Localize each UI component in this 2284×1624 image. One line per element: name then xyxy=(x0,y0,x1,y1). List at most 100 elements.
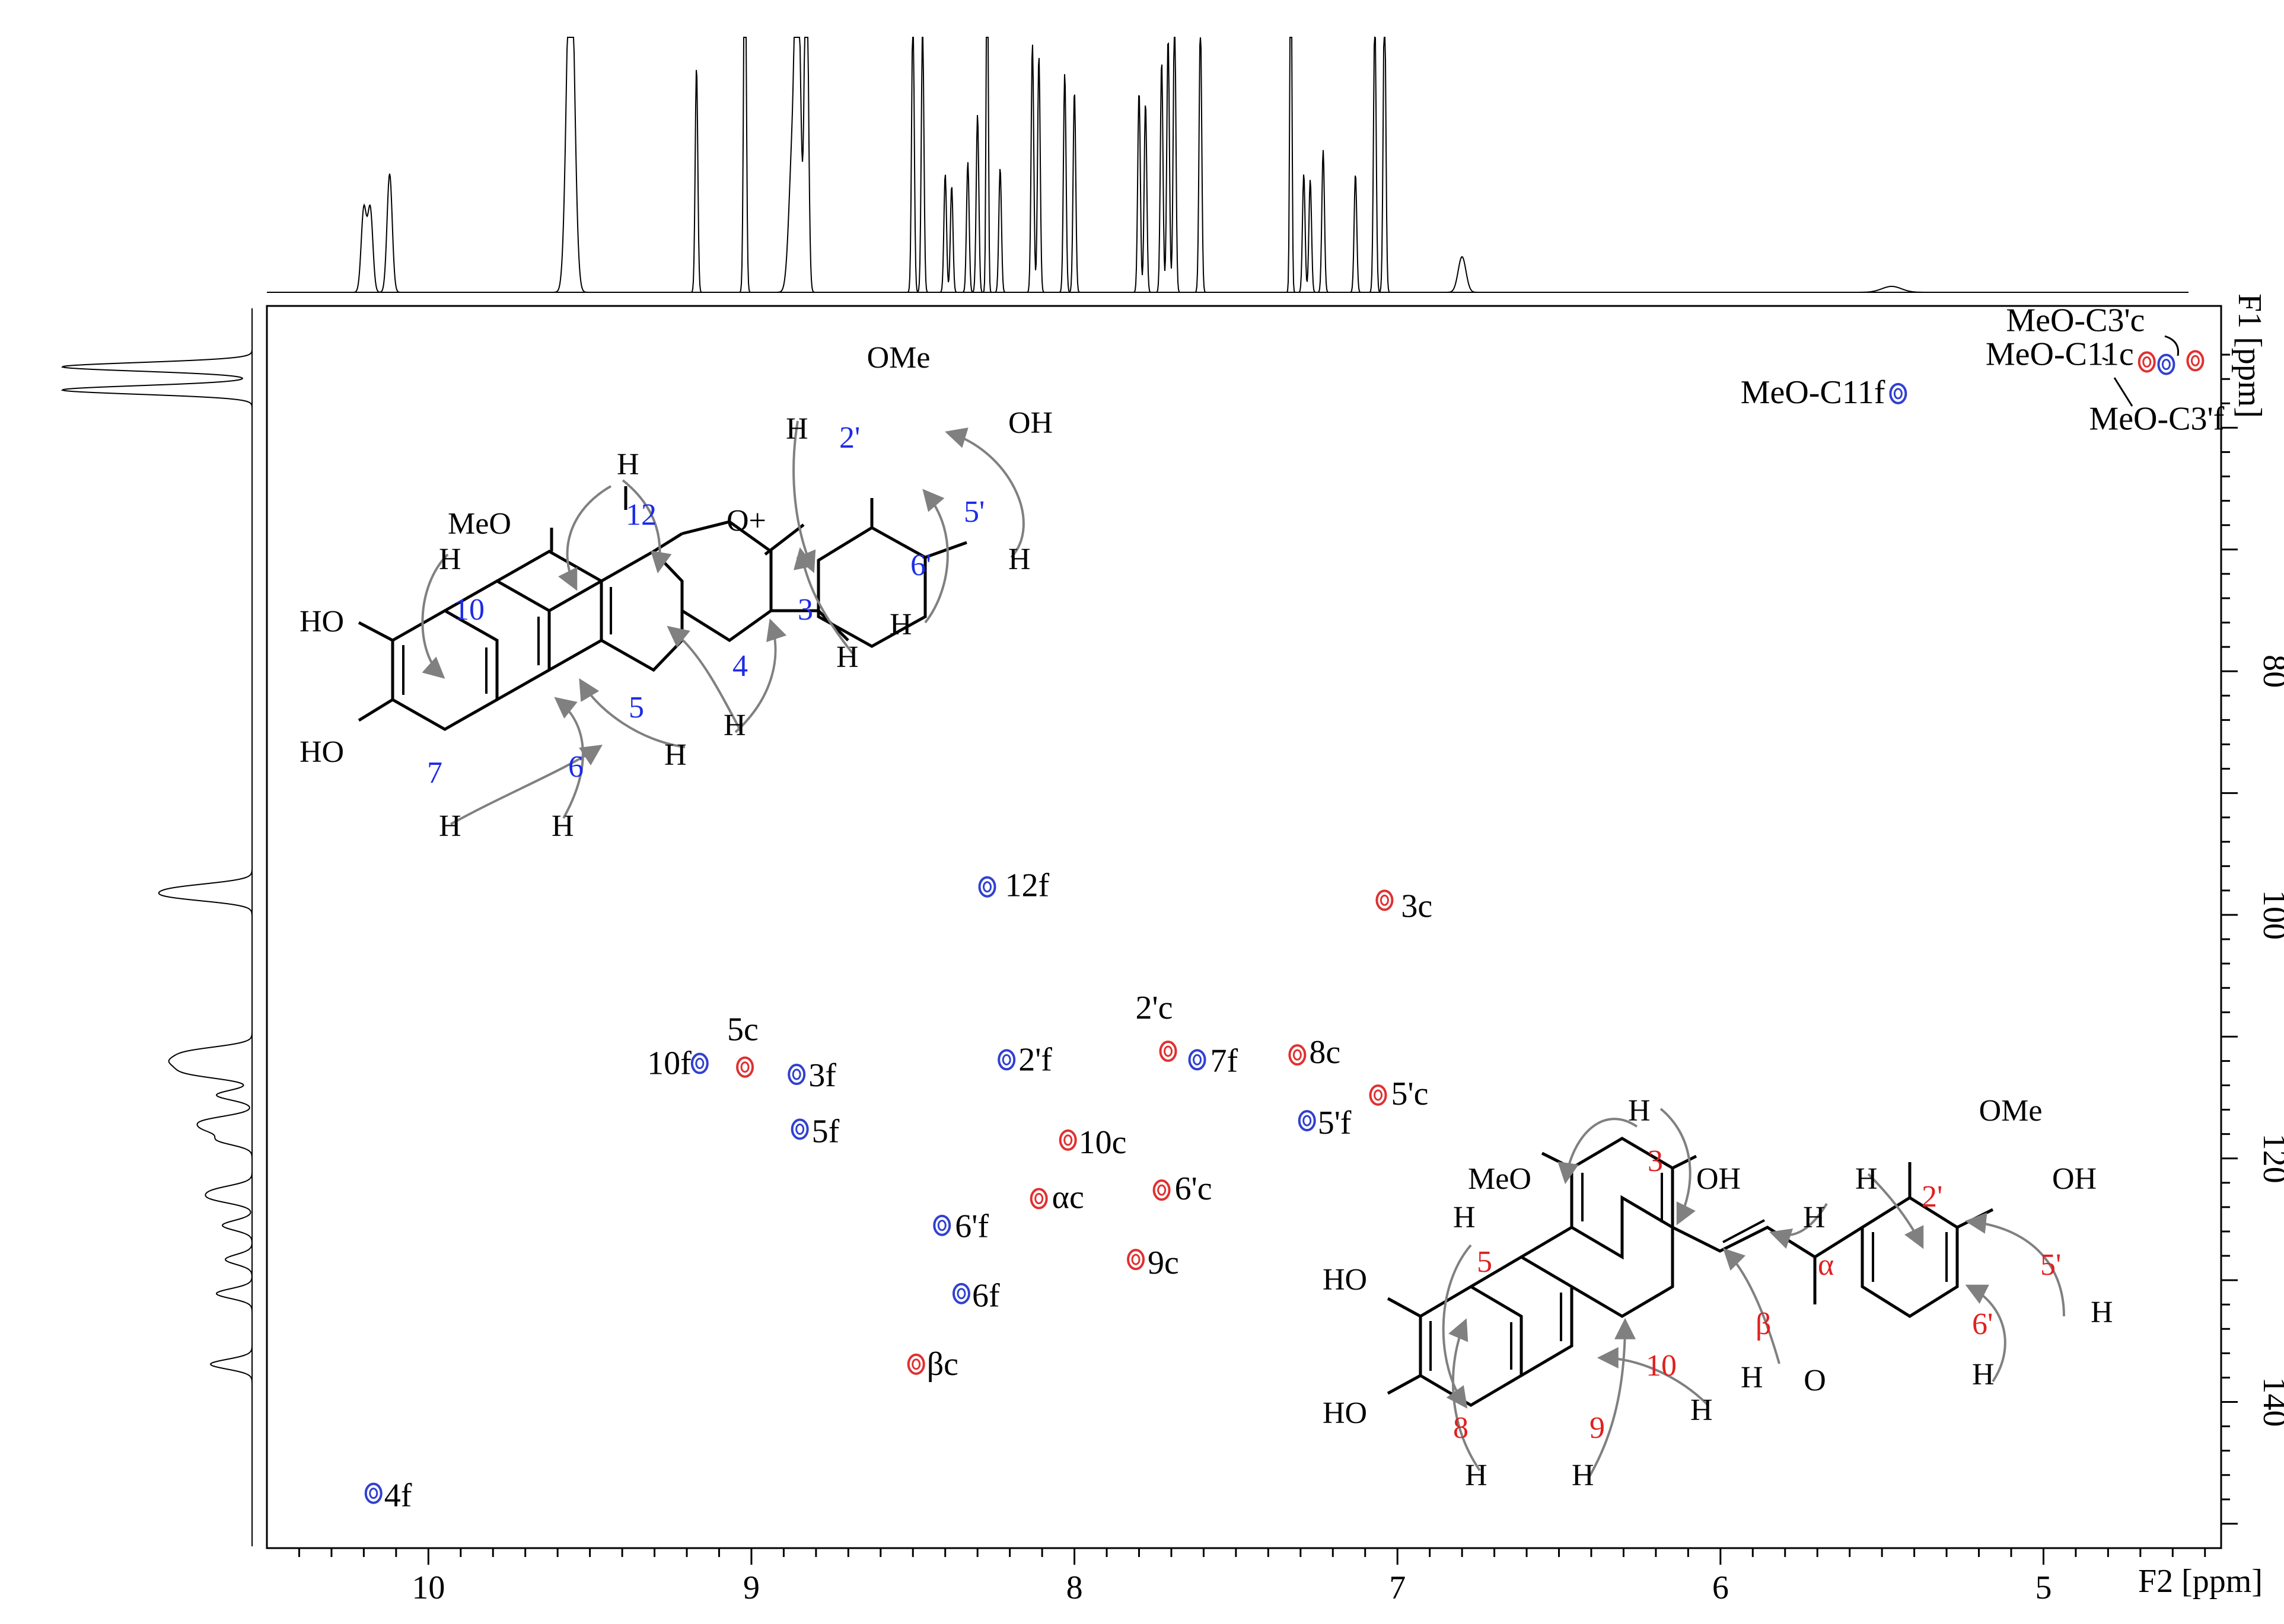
y-tick-label: 100 xyxy=(2256,890,2284,940)
peak-label: 5'c xyxy=(1391,1076,1429,1112)
peak-contour-inner xyxy=(2190,355,2200,366)
peak-label: MeO-C11c xyxy=(1986,336,2134,372)
flavylium-atom-7: 7 xyxy=(427,756,442,790)
flavylium-ho2-label: HO xyxy=(300,735,344,769)
flavylium-ho1-label: HO xyxy=(300,605,344,639)
cross-peak-10c: 10c xyxy=(1059,1124,1127,1161)
peak-label: 5f xyxy=(812,1113,840,1150)
peak-contour xyxy=(1030,1188,1048,1210)
x-tick-label: 9 xyxy=(743,1569,760,1606)
cross-peak-2f: 2'f xyxy=(998,1041,1052,1078)
peak-contour xyxy=(2157,353,2175,375)
svg-text:H: H xyxy=(617,448,639,481)
peak-contour-inner xyxy=(912,1358,921,1370)
peak-label: MeO-C3'c xyxy=(2006,302,2145,339)
peak-contour xyxy=(2186,350,2205,372)
y-axis-label: F1 [ppm] xyxy=(2231,293,2268,418)
peak-label: MeO-C11f xyxy=(1741,374,1885,411)
cross-peak-3f: 3f xyxy=(788,1057,836,1094)
cross-peaks: 3c5c2'c8c5'c10c6'cαc9cβcMeO-C3'cMeO-C11c… xyxy=(364,302,2225,1514)
peak-label: 6'f xyxy=(955,1208,989,1245)
cross-peak-5c: 5c xyxy=(727,1012,759,1078)
cross-peak-5f: 5f xyxy=(791,1113,840,1150)
peak-contour xyxy=(1375,889,1394,911)
chalcone-atom-beta: β xyxy=(1756,1307,1771,1341)
cross-peak-meoc3f: MeO-C3'f xyxy=(2089,353,2225,438)
plot-frame xyxy=(266,305,2222,1549)
peak-contour xyxy=(1059,1129,1077,1151)
peak-label: βc xyxy=(927,1346,958,1383)
peak-label: αc xyxy=(1052,1179,1084,1216)
peak-contour-inner xyxy=(1034,1193,1044,1205)
svg-text:H: H xyxy=(2091,1296,2113,1329)
cross-peak-5c: 5'c xyxy=(1369,1076,1429,1112)
peak-contour-inner xyxy=(795,1123,805,1135)
peak-label: 7f xyxy=(1211,1042,1238,1079)
cross-peak-c: αc xyxy=(1030,1179,1084,1216)
chalcone-atom-9: 9 xyxy=(1589,1411,1605,1445)
cross-peak-12f: 12f xyxy=(978,867,1050,904)
peak-contour xyxy=(1127,1249,1145,1271)
peak-contour xyxy=(952,1282,970,1304)
svg-text:H: H xyxy=(1803,1201,1826,1234)
peak-label: 2'c xyxy=(1136,990,1173,1026)
cross-peak-meoc11c: MeO-C11c xyxy=(1986,336,2156,373)
peak-contour-inner xyxy=(937,1220,947,1231)
chalcone-oh2-label: OH xyxy=(2052,1162,2097,1196)
peak-contour-inner xyxy=(369,1488,378,1499)
peak-contour xyxy=(2138,351,2156,373)
chalcone-ho1-label: HO xyxy=(1323,1263,1367,1297)
peak-contour xyxy=(1288,1044,1307,1066)
svg-text:H: H xyxy=(1741,1361,1763,1395)
chalcone-meo-label: MeO xyxy=(1468,1162,1531,1196)
peak-contour-inner xyxy=(1380,894,1389,906)
f2-projection-spectrum xyxy=(267,36,2189,293)
f1-projection-spectrum xyxy=(60,308,253,1546)
svg-text:H: H xyxy=(786,412,808,446)
chalcone-o-label: O xyxy=(1804,1364,1826,1398)
svg-text:H: H xyxy=(1453,1201,1476,1234)
chalcone-atom-8: 8 xyxy=(1453,1411,1468,1445)
x-tick-label: 10 xyxy=(412,1569,445,1606)
peak-label: 3c xyxy=(1401,888,1432,924)
peak-label: 10f xyxy=(647,1045,692,1082)
peak-contour-inner xyxy=(1292,1049,1302,1061)
flavylium-atom-10: 10 xyxy=(454,593,485,627)
peak-contour-inner xyxy=(792,1068,801,1080)
peak-contour xyxy=(978,876,996,898)
chalcone-atom-10: 10 xyxy=(1646,1349,1677,1383)
flavylium-atom-5: 5 xyxy=(629,691,644,725)
chalcone-atom-5: 5 xyxy=(1477,1245,1492,1279)
peak-contour xyxy=(690,1052,709,1074)
y-tick-label: 140 xyxy=(2256,1377,2284,1427)
chalcone-atom-5p: 5' xyxy=(2040,1248,2061,1282)
peak-contour-inner xyxy=(2161,359,2171,371)
peak-label: 4f xyxy=(384,1478,412,1514)
peak-label: 9c xyxy=(1148,1245,1179,1281)
svg-text:H: H xyxy=(1572,1459,1594,1492)
cross-peak-2c: 2'c xyxy=(1136,990,1177,1062)
peak-label: 2'f xyxy=(1018,1041,1052,1078)
cross-peak-c: βc xyxy=(907,1346,958,1383)
peak-contour-inner xyxy=(695,1058,705,1070)
peak-label: MeO-C3'f xyxy=(2089,401,2224,438)
peak-contour xyxy=(1152,1179,1171,1201)
peak-contour-inner xyxy=(1002,1054,1011,1065)
peak-contour xyxy=(788,1064,806,1086)
cross-peak-6c: 6'c xyxy=(1152,1170,1212,1207)
flavylium-atom-12: 12 xyxy=(626,498,657,532)
peak-label: 5'f xyxy=(1318,1105,1352,1141)
flavylium-ome-label: OMe xyxy=(867,341,931,375)
flavylium-atom-3: 3 xyxy=(798,593,813,627)
peak-contour-inner xyxy=(1157,1184,1167,1196)
x-axis-label: F2 [ppm] xyxy=(2138,1563,2263,1600)
peak-contour xyxy=(791,1118,809,1140)
peak-contour xyxy=(1188,1049,1206,1071)
x-tick-label: 8 xyxy=(1066,1569,1083,1606)
peak-contour-inner xyxy=(2142,356,2152,368)
peak-contour xyxy=(1298,1110,1316,1132)
flavylium-labels: OMe OH MeO HO HO O+ H H H H H H H H H H … xyxy=(300,341,1053,843)
svg-text:H: H xyxy=(1008,543,1031,576)
